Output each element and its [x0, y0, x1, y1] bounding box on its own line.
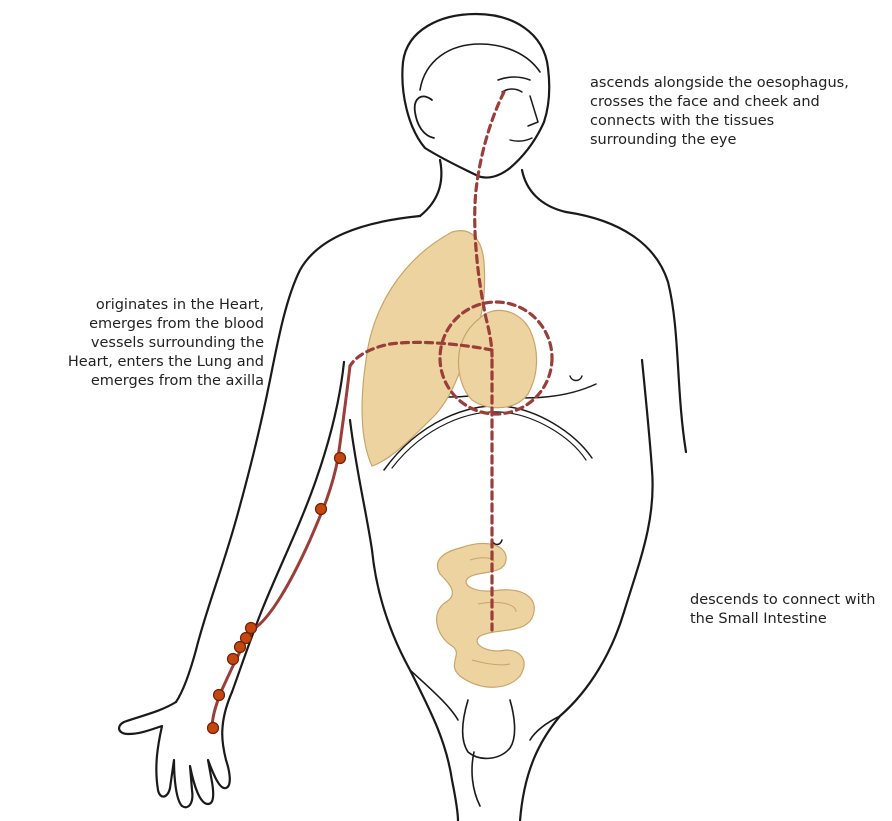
acupoint-shaofu [228, 654, 239, 665]
annotation-si-line: descends to connect with [690, 591, 875, 610]
acupoint-tongli [246, 623, 257, 634]
acupoint-lingdao [316, 504, 327, 515]
small-intestine [437, 544, 535, 688]
eyebrow [498, 77, 530, 80]
arm-channel-line [212, 366, 350, 730]
annotation-eye-line: connects with the tissues [590, 112, 849, 131]
hair-outline [420, 44, 540, 90]
annotation-heart-line: originates in the Heart, [68, 296, 264, 315]
annotation-small-intestine: descends to connect with the Small Intes… [690, 591, 875, 629]
acupoint-hand-shaohai [335, 453, 346, 464]
annotation-heart-line: emerges from the axilla [68, 372, 264, 391]
mouth [510, 138, 532, 141]
annotation-heart: originates in the Heart, emerges from th… [68, 296, 264, 391]
acupoint-shenmen [235, 642, 246, 653]
genitals [463, 700, 515, 806]
neck-right [522, 170, 566, 212]
annotation-eye-line: surrounding the eye [590, 131, 849, 150]
nose [528, 96, 538, 126]
annotation-heart-line: vessels surrounding the [68, 334, 264, 353]
nipple-right [570, 376, 582, 381]
channel-external [208, 366, 351, 734]
annotation-si-line: the Small Intestine [690, 610, 875, 629]
ear-outline [415, 96, 434, 138]
acupoints [208, 453, 346, 734]
acupoint-shaochong [208, 723, 219, 734]
annotation-heart-line: emerges from the blood [68, 315, 264, 334]
acupoint-palm [214, 690, 225, 701]
groin-left [410, 670, 458, 720]
annotation-eye-line: ascends alongside the oesophagus, [590, 74, 849, 93]
neck-left [420, 160, 441, 216]
torso-right [520, 212, 686, 821]
annotation-eye: ascends alongside the oesophagus, crosse… [590, 74, 849, 150]
annotation-eye-line: crosses the face and cheek and [590, 93, 849, 112]
annotation-heart-line: Heart, enters the Lung and [68, 353, 264, 372]
